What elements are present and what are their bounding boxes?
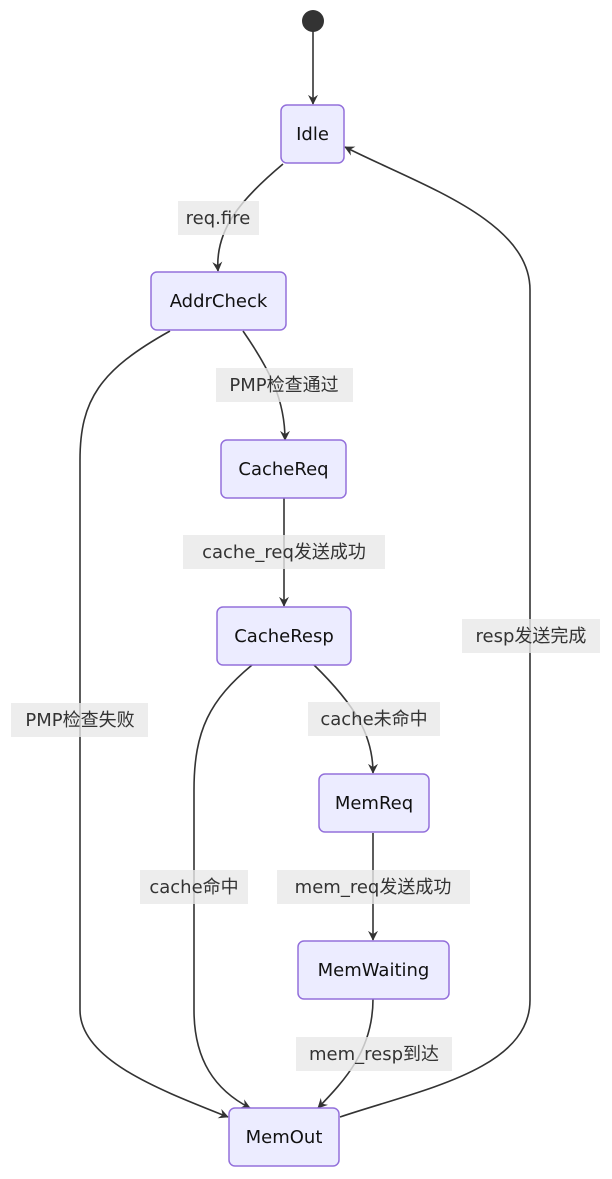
edge-label-cache-hit: cache命中 (140, 870, 248, 904)
svg-text:CacheResp: CacheResp (234, 626, 334, 647)
state-cacheresp[interactable]: CacheResp (216, 606, 352, 666)
svg-text:CacheReq: CacheReq (238, 459, 328, 480)
svg-text:req.fire: req.fire (186, 208, 251, 229)
svg-text:resp发送完成: resp发送完成 (476, 626, 587, 647)
svg-text:MemWaiting: MemWaiting (318, 960, 430, 981)
edge-label-mem-resp-arrived: mem_resp到达 (296, 1037, 452, 1071)
edge-addrcheck-memout (79, 330, 229, 1119)
edge-label-cache-miss: cache未命中 (308, 702, 440, 736)
edge-label-pmp-fail: PMP检查失败 (11, 703, 148, 737)
state-addrcheck[interactable]: AddrCheck (150, 271, 287, 331)
svg-text:cache_req发送成功: cache_req发送成功 (202, 542, 366, 563)
svg-text:MemOut: MemOut (246, 1127, 323, 1148)
edge-label-cache-req-sent: cache_req发送成功 (183, 535, 385, 569)
state-memwaiting[interactable]: MemWaiting (297, 940, 450, 1000)
svg-text:mem_req发送成功: mem_req发送成功 (295, 877, 452, 898)
edge-cacheresp-memout (193, 664, 253, 1109)
svg-text:cache命中: cache命中 (149, 877, 238, 898)
state-cachereq[interactable]: CacheReq (220, 439, 347, 499)
state-nodes: Idle AddrCheck CacheReq CacheResp MemReq… (150, 104, 450, 1167)
edge-labels: req.fire PMP检查通过 PMP检查失败 cache_req发送成功 c… (11, 201, 600, 1071)
edge-label-mem-req-sent: mem_req发送成功 (277, 870, 470, 904)
state-memout[interactable]: MemOut (228, 1107, 340, 1167)
edge-label-resp-sent: resp发送完成 (462, 619, 600, 653)
svg-text:cache未命中: cache未命中 (320, 709, 427, 730)
svg-text:Idle: Idle (296, 124, 329, 145)
state-memreq[interactable]: MemReq (318, 773, 430, 833)
state-idle[interactable]: Idle (280, 104, 345, 164)
svg-text:MemReq: MemReq (335, 793, 413, 814)
edge-label-pmp-pass: PMP检查通过 (216, 368, 353, 402)
svg-text:AddrCheck: AddrCheck (170, 291, 268, 312)
svg-text:PMP检查通过: PMP检查通过 (229, 375, 338, 396)
svg-text:mem_resp到达: mem_resp到达 (309, 1044, 439, 1065)
start-state-dot (302, 10, 324, 32)
edge-label-req-fire: req.fire (178, 201, 259, 235)
svg-text:PMP检查失败: PMP检查失败 (25, 710, 134, 731)
